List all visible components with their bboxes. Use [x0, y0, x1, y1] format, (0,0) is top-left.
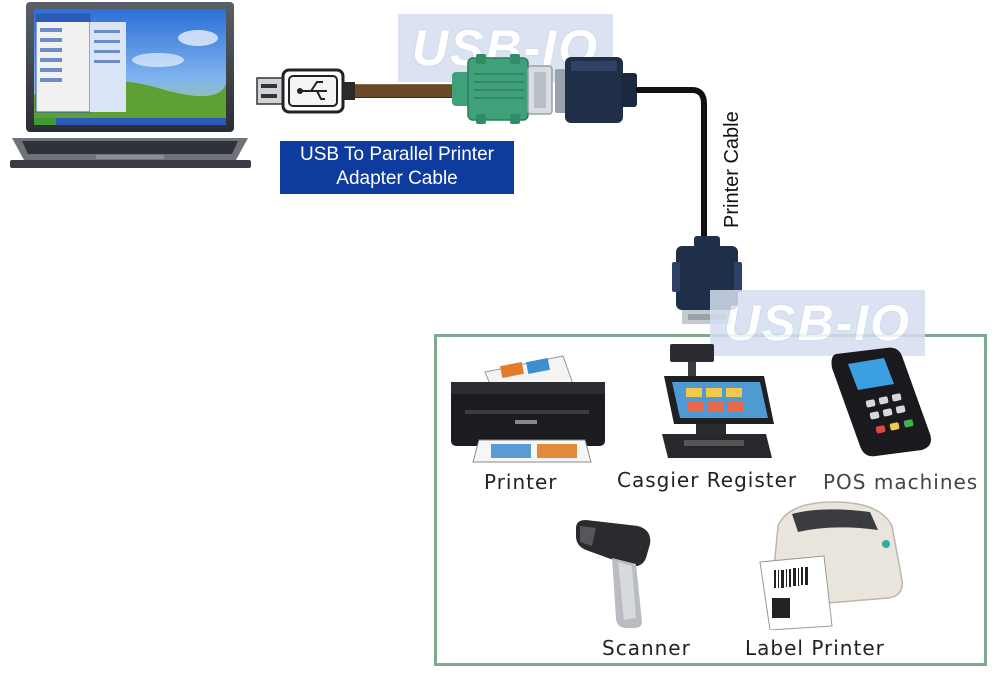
usb-plug-icon — [256, 68, 355, 114]
printer-cable-connector-top-icon — [555, 57, 637, 123]
device-label-printer: Printer — [484, 470, 558, 494]
laptop-icon — [10, 2, 251, 168]
adapter-caption-line2: Adapter Cable — [336, 168, 458, 189]
parallel-adapter-connector-icon — [452, 54, 553, 124]
printer-icon — [451, 355, 605, 463]
device-label-pos-machines: POS machines — [823, 470, 979, 494]
device-label-cash-register: Casgier Register — [617, 468, 798, 492]
barcode-scanner-icon — [576, 520, 651, 628]
adapter-cable — [355, 84, 455, 98]
watermark-bottom: USB-IO — [710, 290, 925, 356]
adapter-caption: USB To Parallel Printer Adapter Cable — [280, 141, 514, 194]
device-label-label-printer: Label Printer — [745, 636, 885, 660]
printer-cable — [636, 87, 707, 250]
pos-machine-icon — [831, 347, 931, 457]
label-printer-icon — [759, 501, 903, 630]
cash-register-icon — [662, 344, 774, 458]
printer-cable-label: Printer Cable — [721, 111, 743, 228]
adapter-caption-line1: USB To Parallel Printer — [300, 144, 494, 165]
device-label-scanner: Scanner — [602, 636, 691, 660]
